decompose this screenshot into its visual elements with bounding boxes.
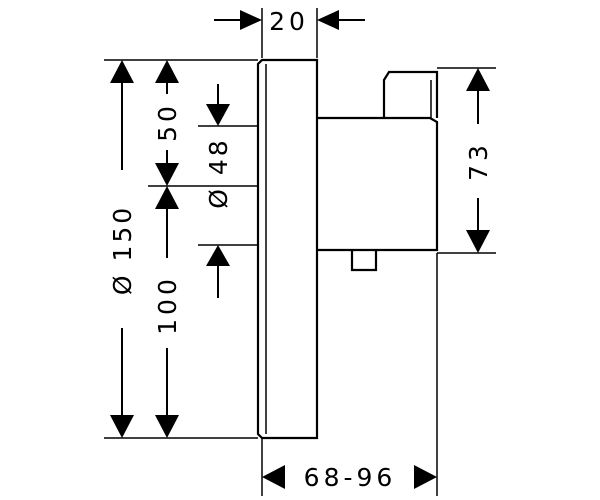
dimension-inner-diameter: Ø 48 xyxy=(198,84,258,298)
arrow-down xyxy=(110,415,134,438)
arrow-right xyxy=(414,465,437,489)
arrow-up xyxy=(466,68,490,91)
dimension-upper-segment: 50 xyxy=(148,60,258,187)
arrow-down xyxy=(466,230,490,253)
arrow-up xyxy=(206,245,230,266)
wall-plate-outline xyxy=(256,58,319,440)
arrow-down xyxy=(206,104,230,126)
part-outline xyxy=(256,58,439,440)
arrow-right xyxy=(240,10,262,30)
dimension-body-height: 73 xyxy=(437,67,496,254)
dimension-overall-diameter: Ø 150 xyxy=(104,59,258,439)
arrow-up xyxy=(155,186,179,209)
dimension-label-projection-range: 68-96 xyxy=(304,463,397,492)
arrow-down xyxy=(155,415,179,438)
arrow-up xyxy=(155,60,179,83)
arrow-up xyxy=(110,60,134,83)
lower-tab-outline xyxy=(350,250,378,272)
dimension-label-body-height: 73 xyxy=(464,141,493,181)
arrow-left xyxy=(262,465,285,489)
arrow-left xyxy=(317,10,339,30)
dimension-label-upper-segment: 50 xyxy=(153,102,182,142)
handle-block-outline xyxy=(382,70,439,118)
dimension-lower-segment: 100 xyxy=(153,186,182,438)
arrow-down xyxy=(155,163,179,186)
dimension-label-top-width: 20 xyxy=(269,7,309,36)
dimension-top-width: 20 xyxy=(214,7,365,58)
thermostat-body-outline xyxy=(317,116,439,252)
dimension-label-overall-diameter: Ø 150 xyxy=(108,205,137,295)
dimension-projection-range: 68-96 xyxy=(261,253,438,496)
dimension-label-lower-segment: 100 xyxy=(153,275,182,335)
dimension-label-inner-diameter: Ø 48 xyxy=(204,137,233,208)
